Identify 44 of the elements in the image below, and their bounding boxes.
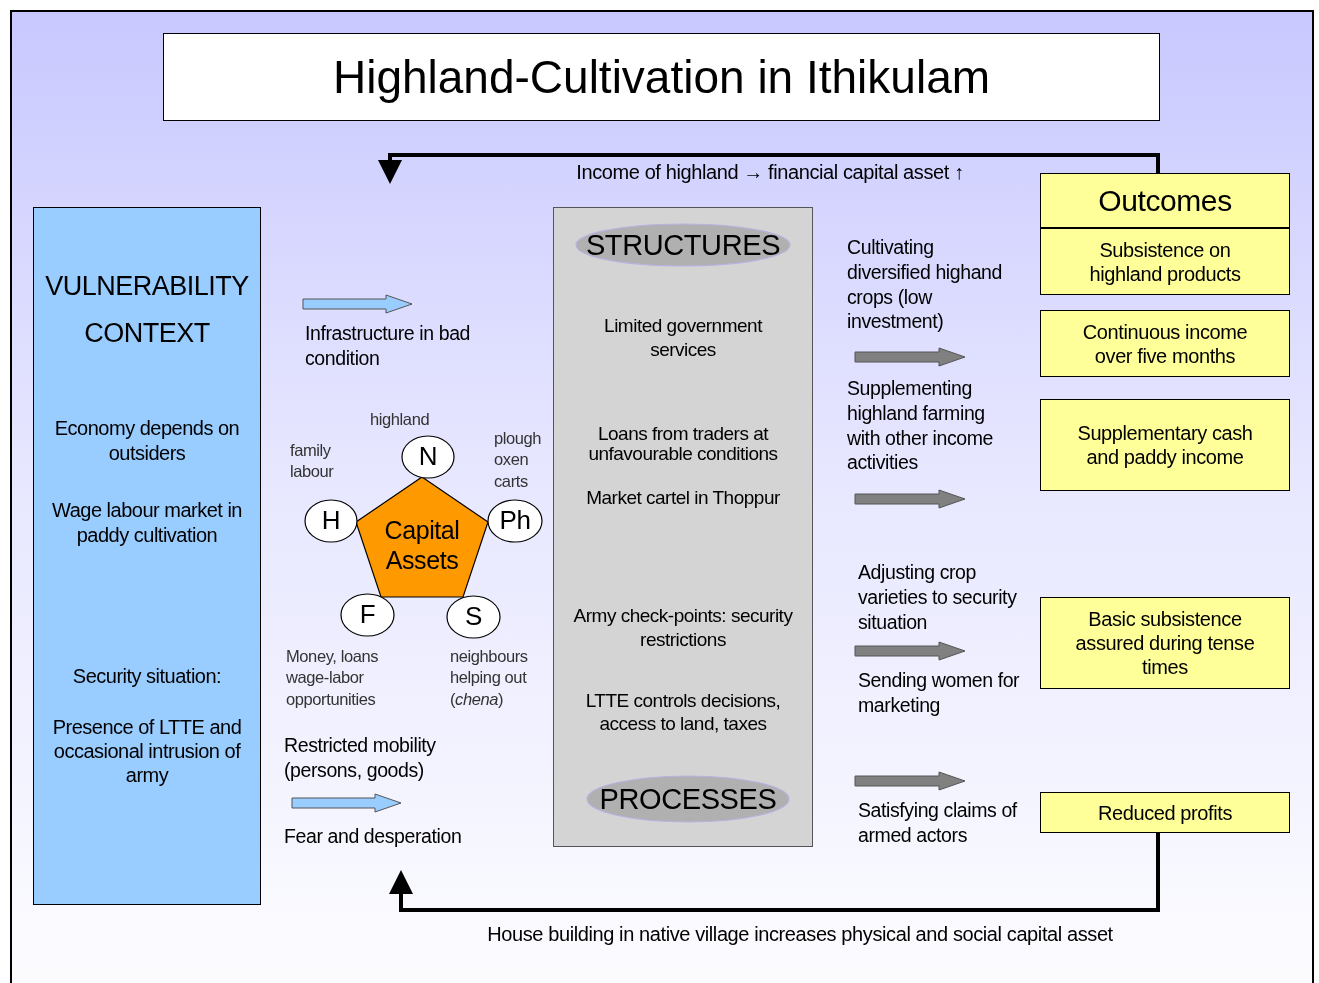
box-heading: VULNERABILITY CONTEXT (44, 270, 250, 351)
asset-circle: N (401, 435, 455, 479)
asset-caption: family labour (290, 440, 335, 483)
structure-text: Limited government services (603, 314, 764, 362)
strategy-text: Supplementing highland farming with other income activities (847, 376, 995, 475)
context-text: Economy depends on outsiders (53, 416, 241, 466)
structure-text: Market cartel in Thoppur (585, 486, 781, 510)
asset-circle: Ph (487, 499, 543, 543)
feedback-arrow (378, 153, 1160, 184)
outcome-box: Subsistence on highland products (1040, 228, 1290, 295)
asset-circle: S (446, 595, 501, 639)
vulnerability-text: Fear and desperation (284, 824, 463, 849)
structure-text: Loans from traders at unfavourable conditions (587, 424, 779, 464)
outcome-box: Basic subsistence assured during tense times (1040, 597, 1290, 689)
structure-text: Army check-points: security restrictions (572, 604, 794, 652)
capital-assets-pentagon: Capital Assets (355, 476, 489, 598)
asset-caption: neighbours helping out (chena) (450, 646, 529, 710)
asset-caption: highland (370, 409, 431, 430)
asset-circle: H (304, 499, 358, 543)
context-text: Security situation: (71, 664, 223, 689)
edge-label: House building in native village increases physical and social capital asset (486, 922, 1114, 947)
context-box (33, 207, 261, 905)
title-box: Highland-Cultivation in Ithikulam (163, 33, 1160, 121)
structure-text: LTTE controls decisions, access to land, taxes (584, 690, 782, 736)
asset-circle: F (340, 593, 395, 637)
context-text: Wage labour market in paddy cultivation (51, 498, 243, 548)
strategy-text: Cultivating diversified highand crops (low investment) (847, 235, 1003, 334)
processes-ellipse: PROCESSES (586, 775, 790, 823)
strategy-text: Adjusting crop varieties to security situation (858, 560, 1018, 635)
outcome-box: Reduced profits (1040, 792, 1290, 833)
vulnerability-text: Infrastructure in bad condition (305, 321, 472, 371)
vulnerability-text: Restricted mobility (persons, goods) (284, 733, 437, 783)
structures-ellipse: STRUCTURES (575, 223, 791, 267)
strategy-text: Satisfying claims of armed actors (858, 798, 1018, 848)
outcome-box: Supplementary cash and paddy income (1040, 399, 1290, 491)
edge-label: Income of highland → financial capital asset ↑ (575, 160, 965, 185)
asset-caption: Money, loans wage-labor opportunities (286, 646, 380, 710)
structures-processes-panel (553, 207, 813, 847)
asset-caption: plough oxen carts (494, 428, 543, 492)
context-text: Presence of LTTE and occasional intrusion of army (51, 715, 243, 787)
outcome-box: Continuous income over five months (1040, 310, 1290, 377)
feedback-arrow (389, 833, 1160, 912)
strategy-text: Sending women for marketing (858, 668, 1021, 718)
outcomes-header: Outcomes (1040, 173, 1290, 228)
